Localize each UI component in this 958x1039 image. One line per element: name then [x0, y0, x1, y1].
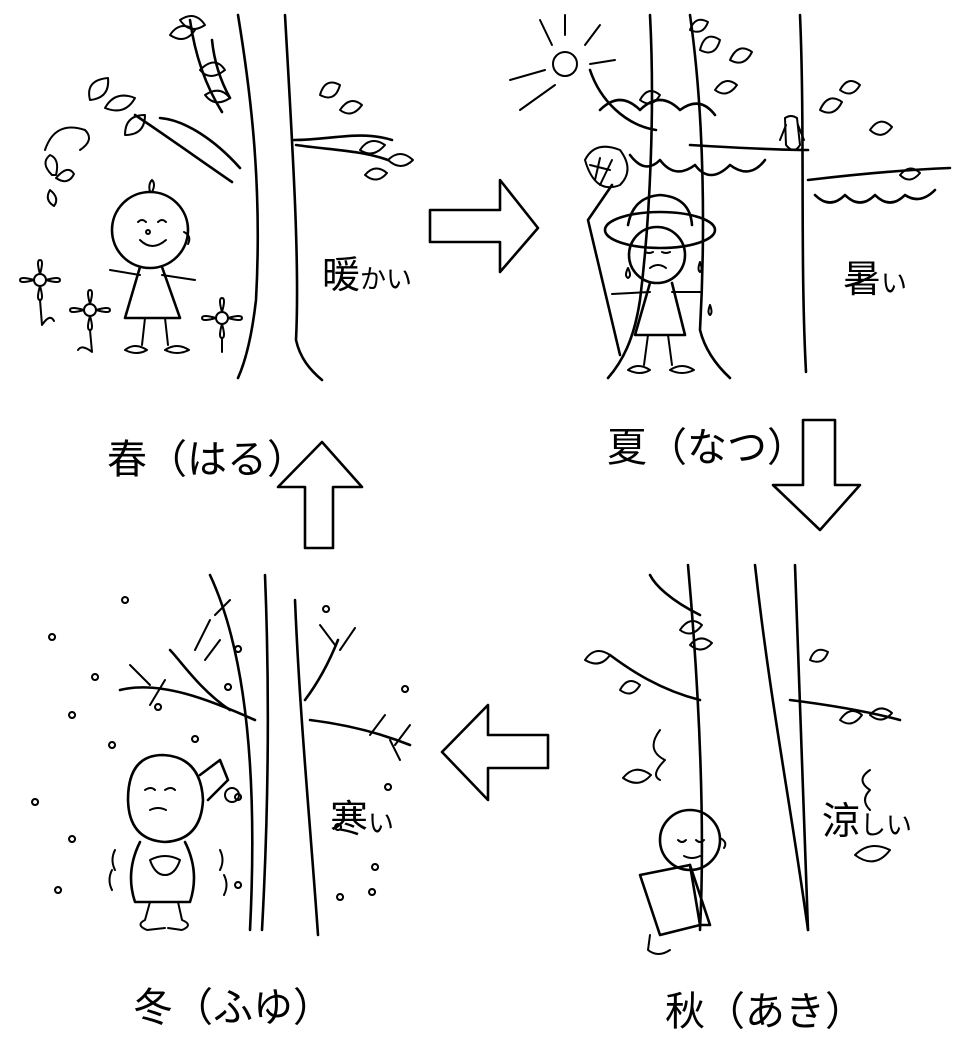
spring-feeling-kanji: 暖 — [322, 253, 361, 297]
summer-panel — [509, 13, 952, 380]
summer-girl — [603, 193, 717, 374]
winter-label: 冬（ふゆ） — [133, 985, 333, 1031]
autumn-boy — [638, 808, 727, 955]
summer-feeling-kana: い — [881, 269, 908, 299]
spring-leaves — [88, 15, 414, 181]
summer-leaves — [639, 18, 921, 181]
sun-icon — [509, 14, 616, 111]
autumn-feeling: 涼しい — [822, 802, 912, 840]
arrow-autumn-to-winter — [440, 703, 550, 802]
spring-panel — [19, 13, 414, 382]
autumn-panel — [584, 563, 902, 955]
autumn-feeling-kanji: 涼 — [822, 799, 861, 843]
winter-feeling-kanji: 寒 — [330, 797, 369, 841]
summer-tree — [588, 13, 952, 380]
winter-panel — [31, 573, 412, 937]
autumn-label: 秋（あき） — [665, 989, 865, 1035]
spring-feeling: 暖かい — [322, 256, 412, 294]
butterfly-icon — [44, 126, 90, 207]
arrow-summer-to-autumn — [771, 418, 862, 532]
summer-feeling: 暑い — [843, 260, 907, 298]
winter-feeling-kana: い — [368, 809, 395, 839]
spring-girl — [109, 179, 196, 354]
butterfly-net-icon — [584, 145, 629, 357]
autumn-feeling-kana: しい — [860, 811, 913, 841]
flower-icons — [19, 259, 243, 353]
winter-tree — [118, 573, 412, 937]
summer-feeling-kanji: 暑 — [843, 257, 882, 301]
spring-feeling-kana: かい — [360, 265, 413, 295]
summer-label: 夏（なつ） — [607, 425, 807, 471]
snow-flakes — [31, 596, 410, 901]
winter-feeling: 寒い — [330, 800, 394, 838]
autumn-leaves — [584, 620, 893, 863]
bare-twigs — [129, 599, 411, 761]
winter-child — [108, 753, 240, 931]
autumn-tree — [608, 563, 902, 932]
spring-tree — [133, 13, 394, 382]
spring-label: 春（はる） — [107, 437, 307, 483]
cicada-icon — [779, 115, 805, 151]
arrow-winter-to-spring — [276, 440, 364, 550]
arrow-spring-to-summer — [428, 178, 540, 274]
